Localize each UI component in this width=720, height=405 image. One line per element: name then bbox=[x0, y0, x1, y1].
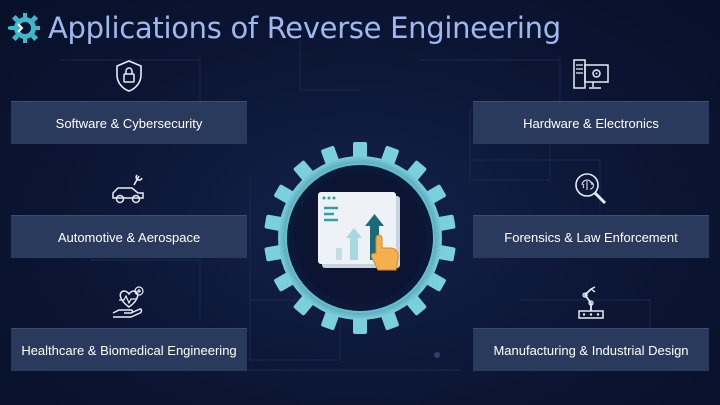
category-manufacturing-industrial: Manufacturing & Industrial Design bbox=[473, 328, 709, 371]
category-automotive-aerospace: Automotive & Aerospace bbox=[11, 215, 247, 258]
shield-lock-icon bbox=[116, 60, 142, 92]
category-software-cybersecurity: Software & Cybersecurity bbox=[11, 101, 247, 144]
category-label: Forensics & Law Enforcement bbox=[504, 229, 678, 245]
computer-gear-icon bbox=[573, 59, 609, 89]
category-healthcare-biomedical: Healthcare & Biomedical Engineering bbox=[11, 328, 247, 371]
category-label: Hardware & Electronics bbox=[523, 115, 659, 131]
category-label: Manufacturing & Industrial Design bbox=[493, 342, 689, 358]
category-label: Automotive & Aerospace bbox=[57, 229, 201, 245]
heart-hand-icon bbox=[112, 286, 144, 318]
category-hardware-electronics: Hardware & Electronics bbox=[473, 101, 709, 144]
category-forensics-law: Forensics & Law Enforcement bbox=[473, 215, 709, 258]
car-wrench-icon bbox=[112, 174, 144, 204]
page-title: Applications of Reverse Engineering bbox=[48, 11, 561, 45]
fingerprint-magnifier-icon bbox=[575, 173, 607, 205]
category-label: Software & Cybersecurity bbox=[55, 115, 203, 131]
robot-arm-icon bbox=[578, 286, 604, 319]
gear-arrow-icon bbox=[8, 13, 40, 43]
gear-chart-icon bbox=[264, 142, 456, 334]
center-gear-graphic bbox=[262, 140, 458, 336]
title-row: Applications of Reverse Engineering bbox=[8, 8, 561, 48]
category-label: Healthcare & Biomedical Engineering bbox=[21, 342, 237, 358]
